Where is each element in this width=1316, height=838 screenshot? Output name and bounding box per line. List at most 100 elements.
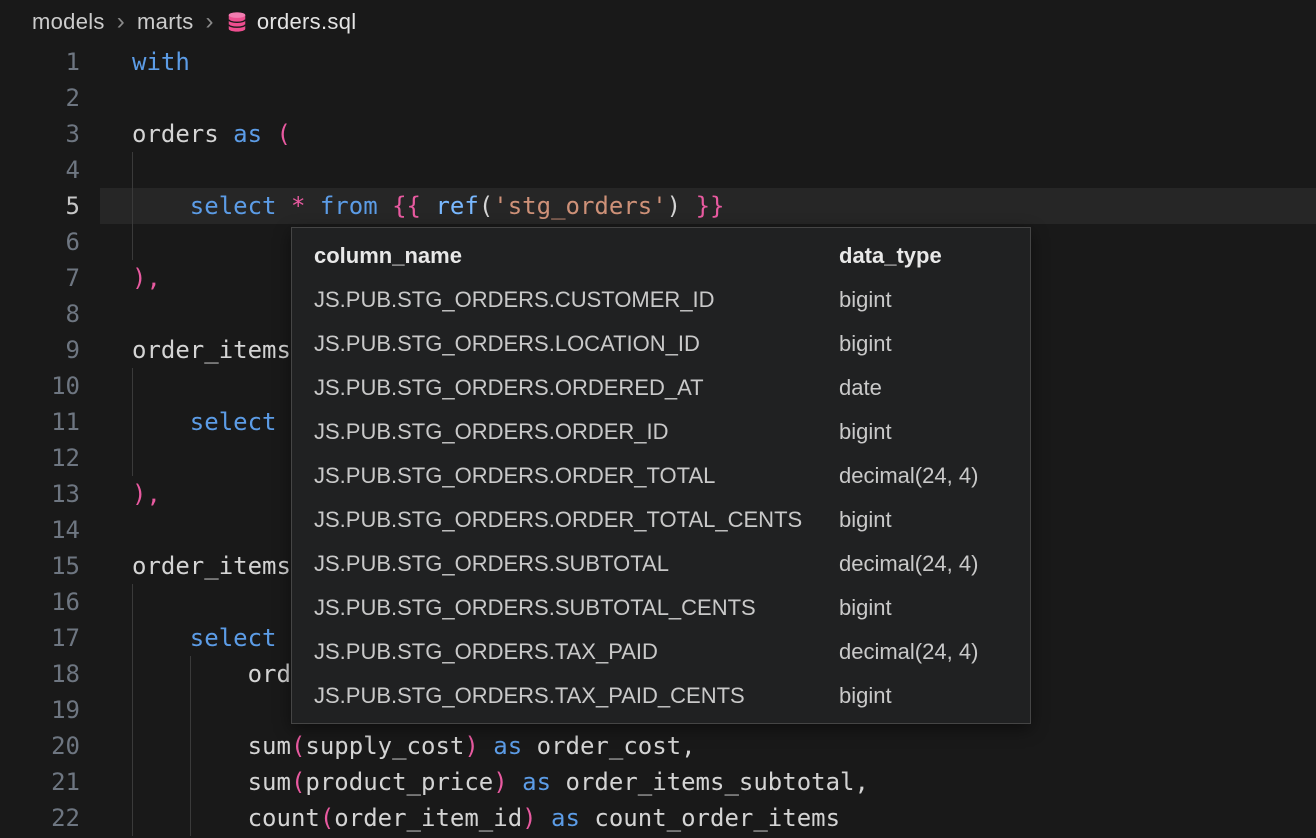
indent-guide [132, 620, 133, 656]
code-line-11[interactable]: 11 select [0, 404, 1316, 440]
code-line-1[interactable]: 1 with [0, 44, 1316, 80]
popup-cell-data-type: decimal(24, 4) [839, 463, 979, 488]
breadcrumb-item-file[interactable]: orders.sql [226, 9, 357, 35]
line-number: 20 [51, 732, 80, 760]
code-content: order_items [132, 552, 291, 580]
indent-guide [132, 764, 133, 800]
indent-guide [190, 656, 191, 692]
line-number: 14 [51, 516, 80, 544]
code-content: sum(supply_cost) as order_cost, [132, 728, 696, 764]
indent-guide [190, 764, 191, 800]
popup-header-row: column_name data_type [292, 234, 1030, 278]
database-icon [226, 11, 248, 33]
line-number: 19 [51, 696, 80, 724]
breadcrumb-item-models[interactable]: models [32, 9, 105, 34]
popup-cell-column-name: JS.PUB.STG_ORDERS.ORDER_ID [314, 419, 669, 444]
code-line-16[interactable]: 16 [0, 584, 1316, 620]
code-line-12[interactable]: 12 [0, 440, 1316, 476]
line-number: 9 [65, 336, 80, 364]
file-name: orders.sql [256, 9, 357, 34]
indent-guide [132, 224, 133, 260]
popup-row: JS.PUB.STG_ORDERS.SUBTOTAL decimal(24, 4) [292, 542, 1030, 586]
line-number: 5 [65, 192, 80, 220]
popup-cell-data-type: bigint [839, 287, 892, 312]
indent-guide [132, 188, 133, 224]
code-content: ord [132, 656, 291, 692]
code-line-15[interactable]: 15 order_items [0, 548, 1316, 584]
code-line-18[interactable]: 18 ord [0, 656, 1316, 692]
popup-row: JS.PUB.STG_ORDERS.CUSTOMER_ID bigint [292, 278, 1030, 322]
line-number: 3 [65, 120, 80, 148]
code-line-5[interactable]: 5 select * from {{ ref('stg_orders') }} [0, 188, 1316, 224]
code-line-10[interactable]: 10 [0, 368, 1316, 404]
code-line-14[interactable]: 14 [0, 512, 1316, 548]
code-line-8[interactable]: 8 [0, 296, 1316, 332]
indent-guide [190, 728, 191, 764]
popup-row: JS.PUB.STG_ORDERS.ORDERED_AT date [292, 366, 1030, 410]
code-content: count(order_item_id) as count_order_item… [132, 800, 840, 836]
popup-cell-column-name: JS.PUB.STG_ORDERS.ORDER_TOTAL [314, 463, 716, 488]
popup-cell-data-type: bigint [839, 595, 892, 620]
code-line-7[interactable]: 7), [0, 260, 1316, 296]
code-line-4[interactable]: 4 [0, 152, 1316, 188]
popup-cell-data-type: decimal(24, 4) [839, 639, 979, 664]
code-line-21[interactable]: 21 sum(product_price) as order_items_sub… [0, 764, 1316, 800]
line-number: 10 [51, 372, 80, 400]
popup-row: JS.PUB.STG_ORDERS.ORDER_TOTAL decimal(24,… [292, 454, 1030, 498]
popup-cell-data-type: bigint [839, 507, 892, 532]
line-number: 6 [65, 228, 80, 256]
popup-cell-column-name: JS.PUB.STG_ORDERS.SUBTOTAL [314, 551, 669, 576]
code-line-20[interactable]: 20 sum(supply_cost) as order_cost, [0, 728, 1316, 764]
line-number: 12 [51, 444, 80, 472]
popup-cell-column-name: JS.PUB.STG_ORDERS.CUSTOMER_ID [314, 287, 715, 312]
indent-guide [132, 728, 133, 764]
line-number: 11 [51, 408, 80, 436]
line-number: 21 [51, 768, 80, 796]
indent-guide [132, 404, 133, 440]
indent-guide [190, 800, 191, 836]
code-content: with [132, 48, 190, 76]
line-number: 16 [51, 588, 80, 616]
code-line-13[interactable]: 13), [0, 476, 1316, 512]
popup-cell-data-type: date [839, 375, 882, 400]
code-content: select [132, 404, 277, 440]
line-number: 2 [65, 84, 80, 112]
line-number: 15 [51, 552, 80, 580]
line-number: 8 [65, 300, 80, 328]
popup-row: JS.PUB.STG_ORDERS.LOCATION_ID bigint [292, 322, 1030, 366]
code-content: ), [132, 480, 161, 508]
popup-cell-column-name: JS.PUB.STG_ORDERS.LOCATION_ID [314, 331, 700, 356]
popup-cell-data-type: bigint [839, 331, 892, 356]
code-line-22[interactable]: 22 count(order_item_id) as count_order_i… [0, 800, 1316, 836]
indent-guide [132, 368, 133, 404]
column-info-popup: column_name data_type JS.PUB.STG_ORDERS.… [291, 227, 1031, 724]
code-line-19[interactable]: 19 [0, 692, 1316, 728]
code-line-17[interactable]: 17 select [0, 620, 1316, 656]
indent-guide [132, 584, 133, 620]
popup-cell-column-name: JS.PUB.STG_ORDERS.ORDERED_AT [314, 375, 704, 400]
code-content: select [132, 620, 277, 656]
popup-header-data-type: data_type [839, 243, 942, 268]
breadcrumb-item-marts[interactable]: marts [137, 9, 194, 34]
line-number: 7 [65, 264, 80, 292]
line-number: 18 [51, 660, 80, 688]
popup-row: JS.PUB.STG_ORDERS.SUBTOTAL_CENTS bigint [292, 586, 1030, 630]
popup-cell-column-name: JS.PUB.STG_ORDERS.SUBTOTAL_CENTS [314, 595, 756, 620]
popup-cell-data-type: decimal(24, 4) [839, 551, 979, 576]
code-content: ), [132, 264, 161, 292]
code-line-6[interactable]: 6 [0, 224, 1316, 260]
popup-header-column-name: column_name [314, 243, 462, 268]
indent-guide [132, 656, 133, 692]
line-number: 1 [65, 48, 80, 76]
code-line-2[interactable]: 2 [0, 80, 1316, 116]
line-number: 22 [51, 804, 80, 832]
breadcrumb: models › marts › orders.sql [0, 0, 1316, 44]
code-content: select * from {{ ref('stg_orders') }} [132, 188, 724, 224]
